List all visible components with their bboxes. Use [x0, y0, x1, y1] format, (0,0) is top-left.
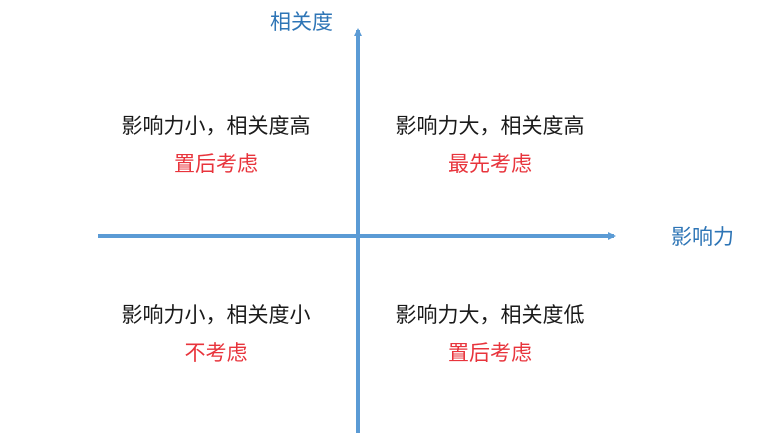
- quadrant-top-left: 影响力小，相关度高 置后考虑: [86, 116, 346, 175]
- quadrant-description: 影响力小，相关度小: [121, 303, 311, 327]
- quadrant-action: 不考虑: [184, 341, 248, 365]
- quadrant-description: 影响力小，相关度高: [121, 114, 311, 138]
- quadrant-action: 置后考虑: [448, 341, 532, 365]
- quadrant-bottom-left: 影响力小，相关度小 不考虑: [86, 305, 346, 364]
- quadrant-top-right: 影响力大，相关度高 最先考虑: [360, 116, 620, 175]
- quadrant-description: 影响力大，相关度低: [395, 303, 585, 327]
- quadrant-action: 置后考虑: [174, 152, 258, 176]
- x-axis-label: 影响力: [671, 225, 734, 249]
- quadrant-action: 最先考虑: [448, 152, 532, 176]
- quadrant-bottom-right: 影响力大，相关度低 置后考虑: [360, 305, 620, 364]
- y-axis-label: 相关度: [270, 10, 333, 34]
- quadrant-description: 影响力大，相关度高: [395, 114, 585, 138]
